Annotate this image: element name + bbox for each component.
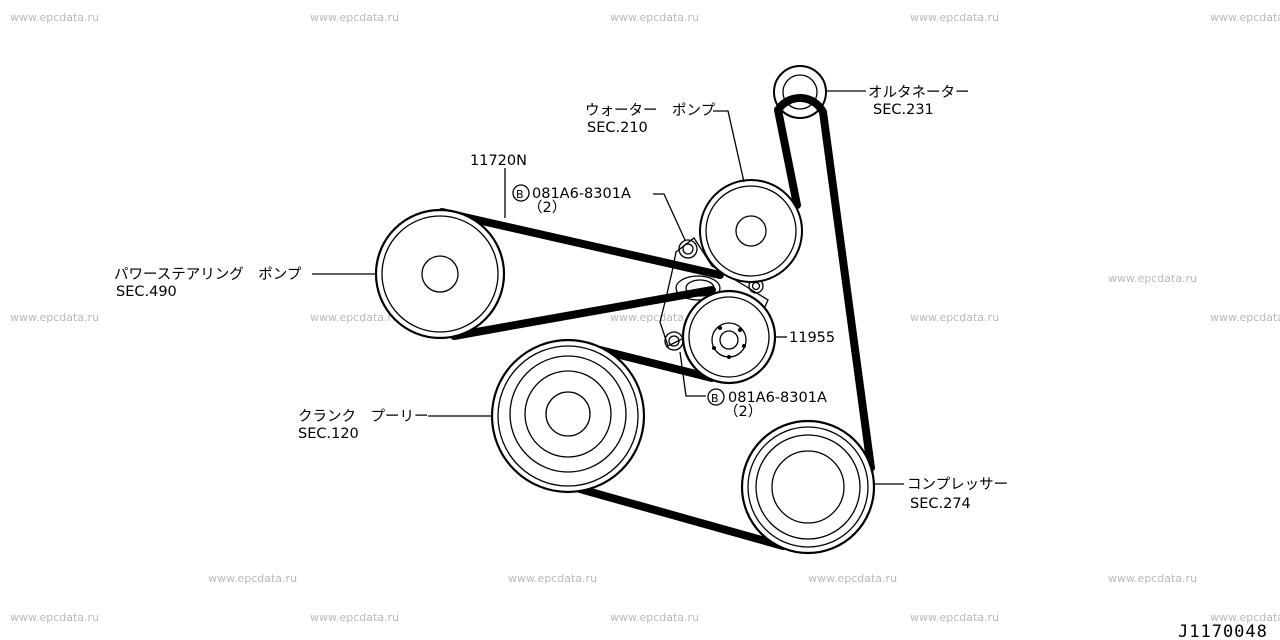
idler-pulley-outer	[681, 289, 777, 385]
bolt-marker-upper: B	[516, 188, 524, 201]
compressor-label: コンプレッサー	[907, 476, 1008, 493]
bolt-lower-part-number: 081A6-8301A	[728, 390, 827, 406]
power-steering-label: パワーステアリング ポンプ	[114, 266, 302, 283]
bolt-lower-qty: （2）	[724, 403, 762, 420]
idler-bolt-hole	[738, 328, 742, 332]
watermark-text: www.epcdata.ru	[1108, 272, 1197, 285]
watermark-text: www.epcdata.ru	[1210, 311, 1280, 324]
compressor-sec-label: SEC.274	[910, 496, 971, 512]
power-steering-pulley-rim	[381, 215, 499, 333]
tensioner-part-number: 11955	[789, 330, 835, 346]
watermark-text: www.epcdata.ru	[610, 611, 699, 624]
bolt-marker-upper-circle	[512, 184, 530, 202]
compressor-pulley-outer	[740, 419, 876, 555]
leader-bolt-upper	[653, 193, 686, 241]
crank-pulley	[490, 338, 646, 494]
callout-labels: オルタネーター SEC.231 ウォーター ポンプ SEC.210 11720N…	[114, 84, 1008, 512]
belt-wrap	[774, 93, 827, 116]
leader-lines	[312, 90, 904, 485]
watermark-text: www.epcdata.ru	[910, 11, 999, 24]
idler-pulley	[681, 289, 777, 385]
bolt-head-upper-right-inner	[751, 281, 761, 291]
watermark-text: www.epcdata.ru	[808, 572, 897, 585]
water-pump-pulley	[699, 179, 803, 283]
water-pump-pulley-rim	[705, 185, 797, 277]
bolt-marker-lower: B	[711, 392, 719, 405]
idler-bolt-hole	[712, 346, 716, 350]
crank-pulley-web	[524, 370, 612, 458]
watermark-text: www.epcdata.ru	[310, 311, 399, 324]
crank-pulley-label: クランク プーリー	[298, 408, 429, 425]
watermark-layer: www.epcdata.ru www.epcdata.ru www.epcdat…	[10, 11, 1280, 624]
crank-pulley-groove	[509, 355, 627, 473]
drive-belt	[438, 93, 875, 550]
idler-bolt-hole	[718, 326, 722, 330]
bolt-head-lower-inner	[668, 335, 680, 347]
alternator-pulley	[773, 65, 827, 119]
idler-bolt-hole	[742, 344, 746, 348]
belt-segment	[450, 286, 716, 340]
watermark-text: www.epcdata.ru	[610, 311, 699, 324]
bracket-boss	[675, 275, 721, 301]
watermark-text: www.epcdata.ru	[310, 11, 399, 24]
power-steering-sec-label: SEC.490	[116, 284, 177, 300]
watermark-text: www.epcdata.ru	[910, 611, 999, 624]
compressor-pulley-hub	[771, 450, 845, 524]
watermark-text: www.epcdata.ru	[10, 611, 99, 624]
diagram-code: J1170048	[1178, 622, 1268, 640]
water-pump-sec-label: SEC.210	[587, 120, 648, 136]
bolt-head-lower	[664, 331, 684, 351]
watermark-text: www.epcdata.ru	[10, 311, 99, 324]
belt-segment	[819, 108, 875, 472]
belt-segment	[774, 106, 801, 209]
belt-part-number: 11720N	[470, 153, 527, 169]
alternator-pulley-outer	[773, 65, 827, 119]
idler-bolt-hole	[727, 355, 731, 359]
compressor-pulley	[740, 419, 876, 555]
water-pump-pulley-outer	[699, 179, 803, 283]
watermark-text: www.epcdata.ru	[1210, 11, 1280, 24]
bolt-head-upper-inner	[682, 243, 694, 255]
idler-pulley-center	[719, 330, 739, 350]
watermark-text: www.epcdata.ru	[10, 11, 99, 24]
watermark-text: www.epcdata.ru	[1108, 572, 1197, 585]
watermark-text: www.epcdata.ru	[310, 611, 399, 624]
alternator-pulley-inner	[782, 74, 818, 110]
idler-pulley-rim	[688, 296, 770, 378]
belt-segment	[576, 485, 787, 550]
watermark-text: www.epcdata.ru	[1210, 611, 1280, 624]
compressor-pulley-rim	[747, 426, 869, 548]
power-steering-pulley	[374, 208, 506, 340]
alternator-label: オルタネーター	[868, 84, 970, 101]
bolt-head-upper	[678, 239, 698, 259]
watermark-text: www.epcdata.ru	[910, 311, 999, 324]
bracket-boss-inner	[685, 279, 715, 297]
water-pump-label: ウォーター ポンプ	[585, 102, 716, 119]
power-steering-pulley-outer	[374, 208, 506, 340]
crank-pulley-rim	[497, 345, 639, 487]
watermark-text: www.epcdata.ru	[508, 572, 597, 585]
water-pump-pulley-hub	[735, 215, 767, 247]
watermark-text: www.epcdata.ru	[610, 11, 699, 24]
leader-bolt-lower	[679, 351, 706, 397]
crank-pulley-sec-label: SEC.120	[298, 426, 359, 442]
crank-pulley-outer	[490, 338, 646, 494]
bolt-upper-part-number: 081A6-8301A	[532, 186, 631, 202]
alternator-sec-label: SEC.231	[873, 102, 934, 118]
crank-pulley-hub	[545, 391, 591, 437]
watermark-text: www.epcdata.ru	[208, 572, 297, 585]
power-steering-pulley-hub	[421, 255, 459, 293]
bolt-marker-lower-circle	[707, 388, 725, 406]
bolt-upper-qty: （2）	[528, 199, 566, 216]
leader-water-pump	[713, 110, 745, 183]
compressor-pulley-groove	[755, 434, 861, 540]
